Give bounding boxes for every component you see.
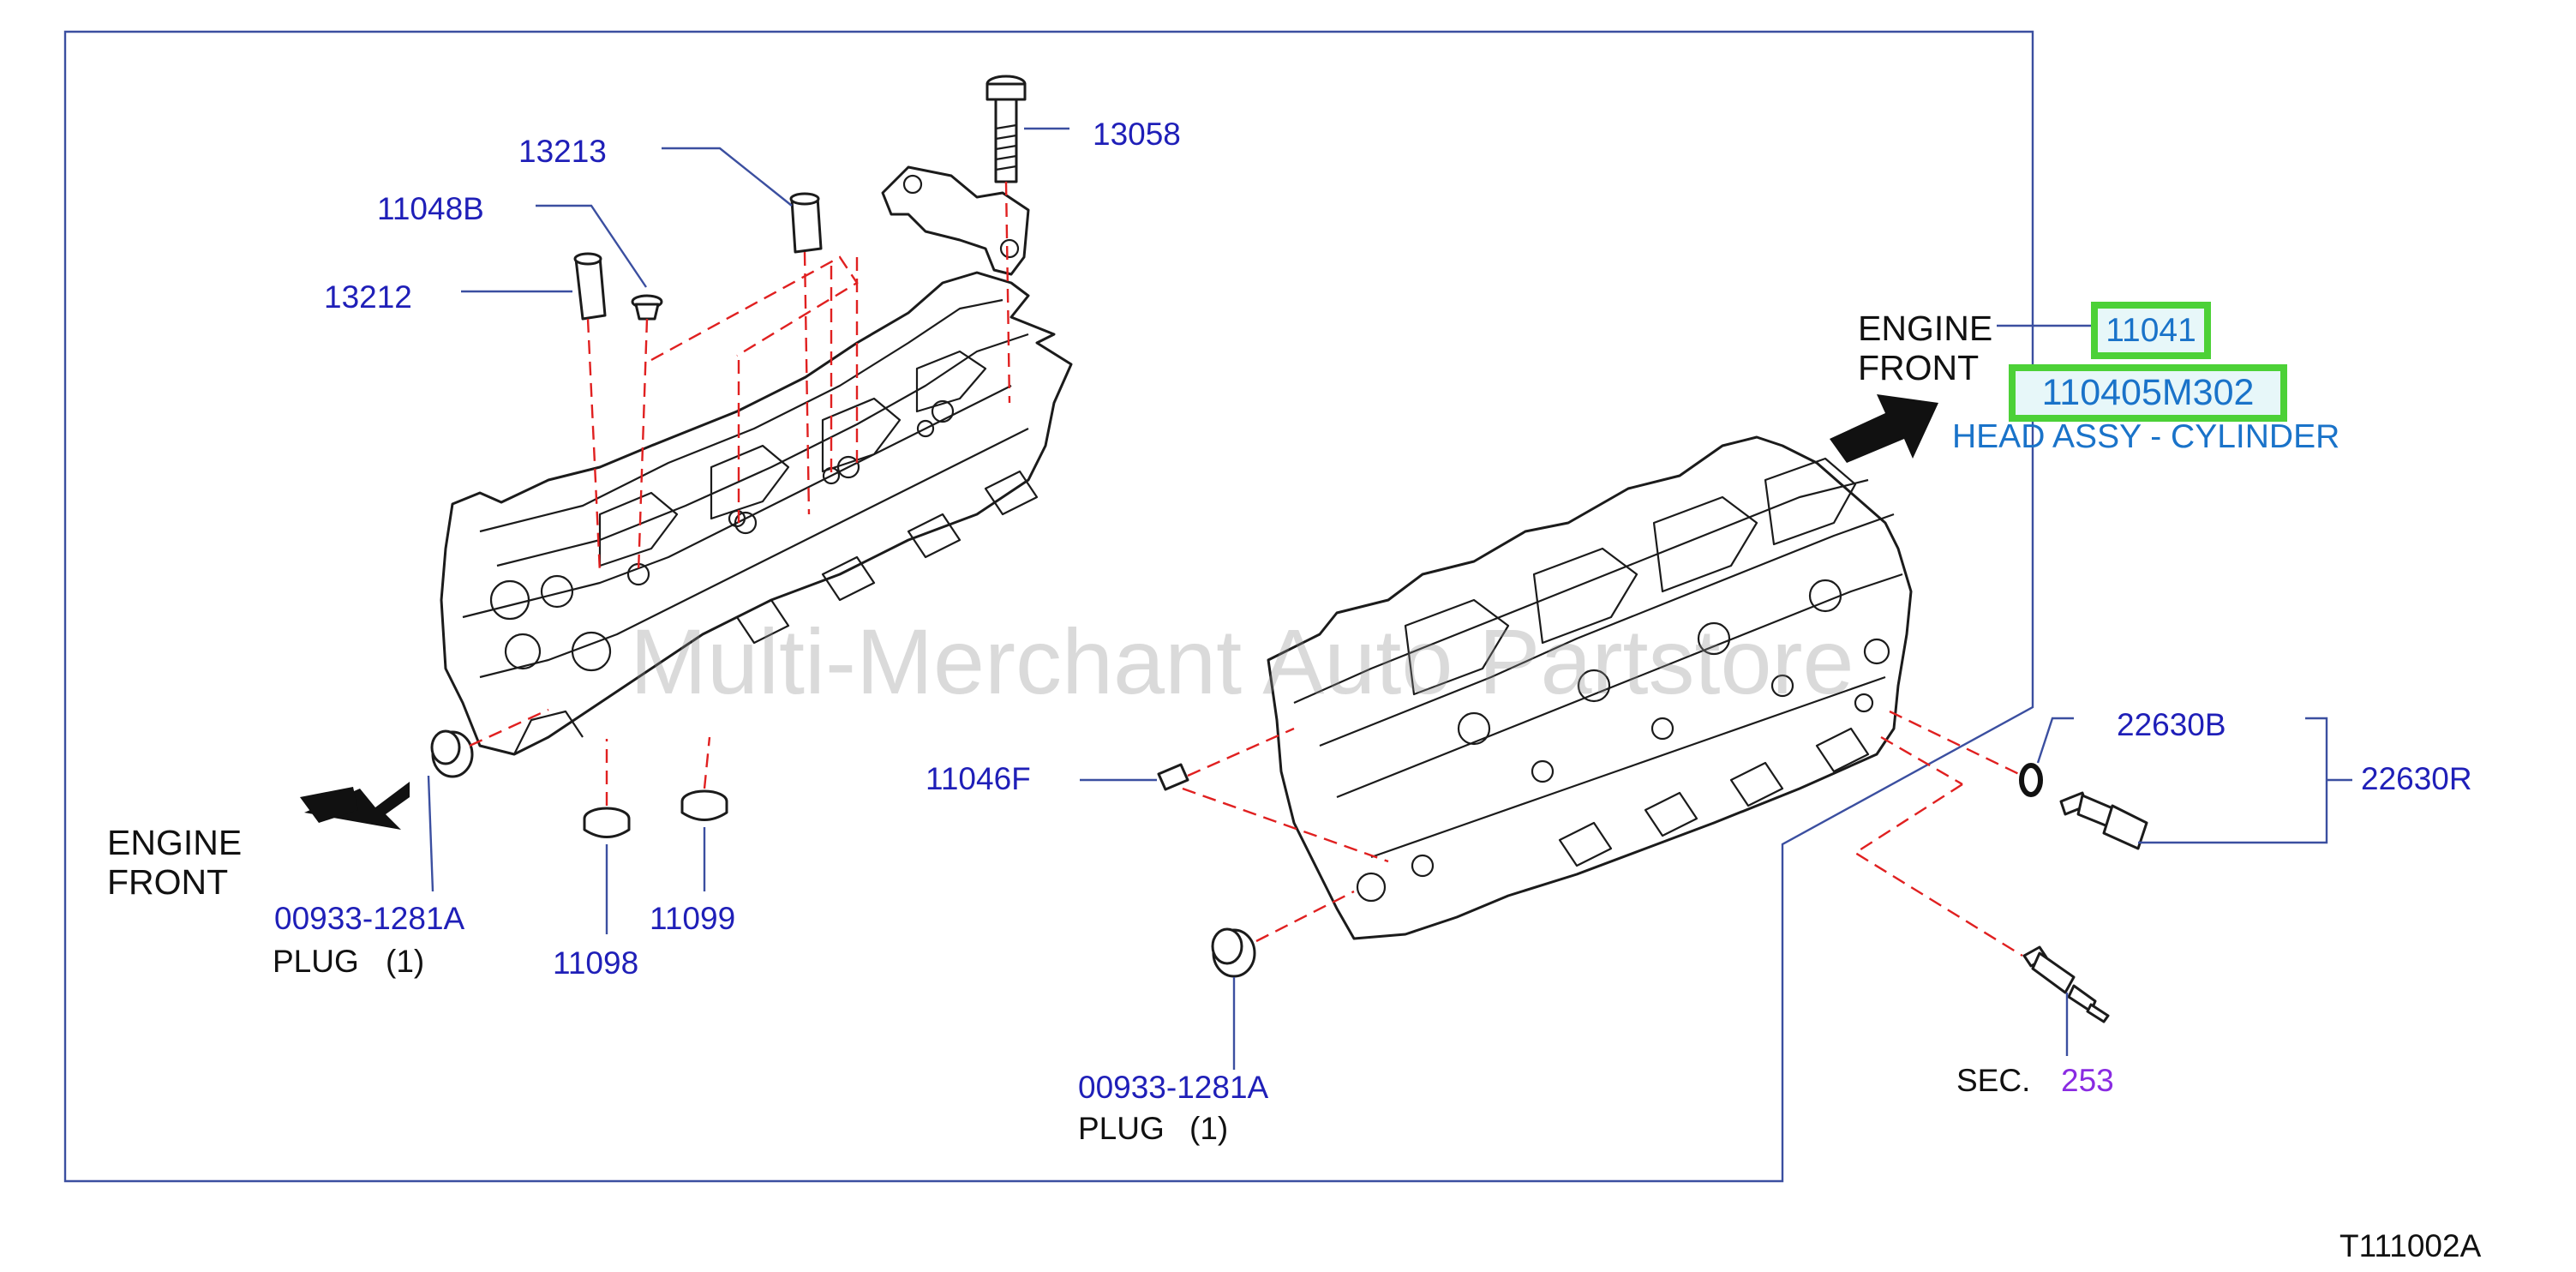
guide-13212 <box>573 252 607 321</box>
highlight-description[interactable]: HEAD ASSY - CYLINDER <box>1952 418 2340 455</box>
callout-11099[interactable]: 11099 <box>650 901 736 936</box>
right-cylinder-head <box>1267 435 1913 940</box>
diagram-code: T111002A <box>2339 1228 2482 1263</box>
sensor-sec-253 <box>2022 945 2110 1023</box>
plug-left <box>430 729 474 778</box>
callout-22630b[interactable]: 22630B <box>2117 707 2226 742</box>
highlight-alt-part-number: 110405M302 <box>2041 372 2255 413</box>
callout-plug-left[interactable]: 00933-1281A <box>274 901 465 936</box>
plug-center-qty: (1) <box>1189 1111 1229 1146</box>
engine-front-right-line2: FRONT <box>1858 348 1980 387</box>
callout-13058[interactable]: 13058 <box>1093 117 1181 152</box>
sensor-22630r <box>2059 791 2148 850</box>
engine-front-right-line1: ENGINE <box>1858 309 1993 348</box>
engine-front-label-right: ENGINE FRONT <box>1858 309 1992 387</box>
callout-13212[interactable]: 13212 <box>324 279 412 315</box>
plug-center <box>1211 927 1256 978</box>
callout-plug-center[interactable]: 00933-1281A <box>1078 1070 1269 1105</box>
callout-13213[interactable]: 13213 <box>518 134 607 169</box>
callout-11098[interactable]: 11098 <box>553 945 639 981</box>
section-ref-link[interactable]: 253 <box>2061 1063 2114 1098</box>
washer-22630b <box>2019 763 2043 797</box>
highlight-part-11041[interactable]: 11041 <box>2091 302 2211 359</box>
left-cylinder-head <box>440 271 1073 756</box>
bracket <box>881 165 1030 276</box>
callout-11048b[interactable]: 11048B <box>377 191 484 226</box>
dowel-11046f <box>1157 763 1189 791</box>
plug-center-name: PLUG <box>1078 1111 1165 1146</box>
diagram-frame <box>63 30 2034 1183</box>
highlight-part-number: 11041 <box>2106 311 2196 349</box>
highlight-part-110405m302[interactable]: 110405M302 <box>2009 364 2287 422</box>
engine-front-label-left: ENGINE FRONT <box>107 823 242 902</box>
bolt-13058 <box>985 75 1027 183</box>
section-ref-prefix: SEC. <box>1956 1063 2031 1098</box>
seal-11099 <box>680 789 728 821</box>
plug-left-name: PLUG <box>273 944 359 979</box>
dowel-13213 <box>789 192 823 254</box>
callout-11046f[interactable]: 11046F <box>926 761 1031 796</box>
engine-front-left-line2: FRONT <box>107 862 229 902</box>
plug-left-qty: (1) <box>386 944 425 979</box>
seal-11098 <box>583 807 631 838</box>
engine-front-left-line1: ENGINE <box>107 823 243 862</box>
plug-11048b <box>631 294 663 321</box>
engine-front-arrow-right <box>1830 394 1938 463</box>
callout-22630r[interactable]: 22630R <box>2361 761 2472 796</box>
